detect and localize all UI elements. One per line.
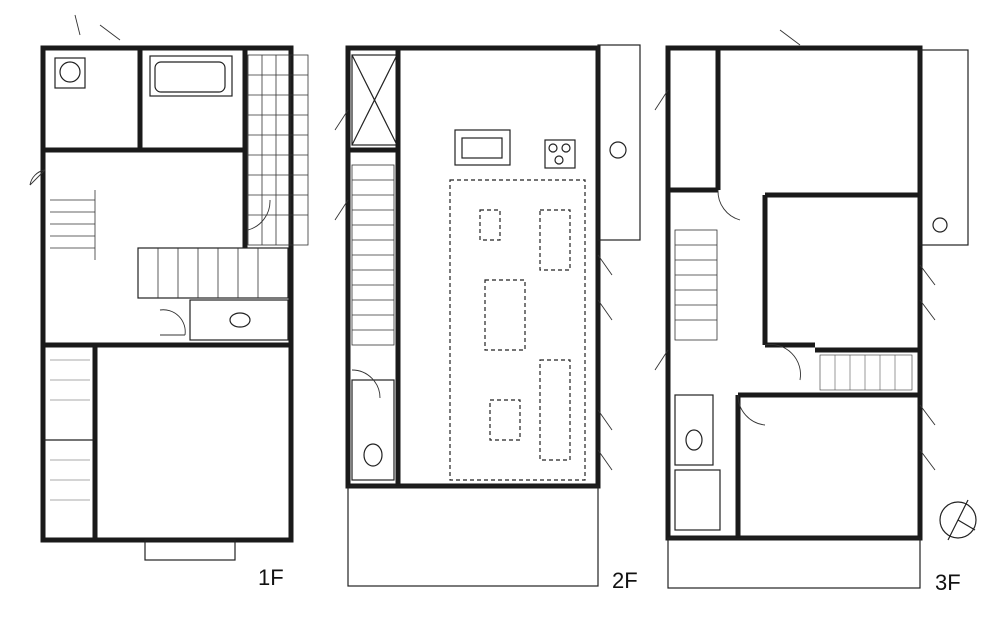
bathtub-icon [154,61,226,93]
deck-grid-1f [247,54,309,246]
stove-icon [544,139,576,169]
floor-label-3f: 3F [935,570,961,595]
floor-label-2f: 2F [612,568,638,593]
balcony-3f-side [919,49,969,246]
ldk-furniture-outline [449,179,586,481]
washer-icon [59,61,81,83]
toilet-icon [685,429,703,451]
stairs-3f [674,229,718,341]
stairs-2f [351,164,395,346]
floor-1f [29,14,309,561]
toilet-icon [363,443,383,467]
stairs-1f-left [50,190,96,260]
closet-hatch-3f [819,354,913,391]
balcony-2f-side [597,44,641,241]
kitchen-counter [454,129,511,166]
floor-label-1f: 1F [258,565,284,590]
toilet-icon [229,312,251,328]
floor-3f [654,29,977,589]
stairs-1f-lower [157,248,259,298]
closet-hatch-1f [50,359,90,501]
north-arrow-icon [939,499,977,541]
floor-2f [334,44,641,587]
